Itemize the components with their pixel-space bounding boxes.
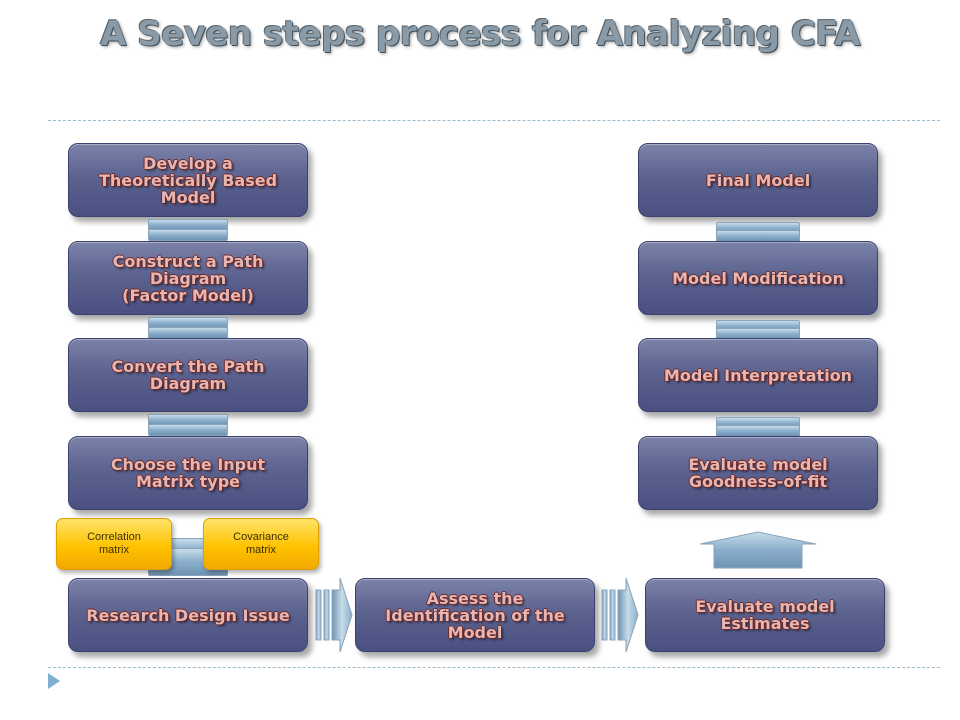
- bullet-icon: [48, 673, 60, 689]
- step-research-design: Research Design Issue: [68, 578, 308, 652]
- correlation-matrix-label: Correlation matrix: [87, 531, 141, 556]
- connector-convert-choose-lower: [148, 424, 228, 436]
- step-research-label: Research Design Issue: [86, 605, 290, 625]
- connector-develop-construct-lower: [148, 229, 228, 241]
- step-evaluate-estimates: Evaluate model Estimates: [645, 578, 885, 652]
- top-divider: [48, 120, 940, 121]
- bottom-divider: [48, 667, 940, 668]
- step-assess-identification: Assess the Identification of the Model: [355, 578, 595, 652]
- step-construct-path: Construct a Path Diagram (Factor Model): [68, 241, 308, 315]
- step-choose-label: Choose the Input Matrix type: [110, 455, 266, 491]
- step-final-label: Final Model: [705, 170, 811, 190]
- correlation-matrix-option: Correlation matrix: [56, 518, 172, 570]
- step-choose-matrix: Choose the Input Matrix type: [68, 436, 308, 510]
- step-model-modification: Model Modification: [638, 241, 878, 315]
- step-estimates-label: Evaluate model Estimates: [695, 597, 835, 633]
- covariance-matrix-label: Covariance matrix: [233, 531, 289, 556]
- covariance-matrix-option: Covariance matrix: [203, 518, 319, 570]
- step-develop-label: Develop a Theoretically Based Model: [98, 153, 278, 207]
- up-arrow: [699, 531, 817, 569]
- step-evaluate-goodness: Evaluate model Goodness-of-fit: [638, 436, 878, 510]
- right-arrow-2: [601, 577, 639, 653]
- step-interpretation-label: Model Interpretation: [663, 365, 853, 385]
- step-construct-label: Construct a Path Diagram (Factor Model): [112, 251, 264, 305]
- step-goodness-label: Evaluate model Goodness-of-fit: [688, 455, 828, 491]
- step-modification-label: Model Modification: [672, 268, 844, 288]
- right-arrow-1: [315, 577, 353, 653]
- step-final-model: Final Model: [638, 143, 878, 217]
- step-develop-model: Develop a Theoretically Based Model: [68, 143, 308, 217]
- page-title: A Seven steps process for Analyzing CFA: [100, 14, 860, 54]
- step-convert-path: Convert the Path Diagram: [68, 338, 308, 412]
- step-assess-label: Assess the Identification of the Model: [385, 588, 565, 642]
- step-convert-label: Convert the Path Diagram: [111, 357, 265, 393]
- step-model-interpretation: Model Interpretation: [638, 338, 878, 412]
